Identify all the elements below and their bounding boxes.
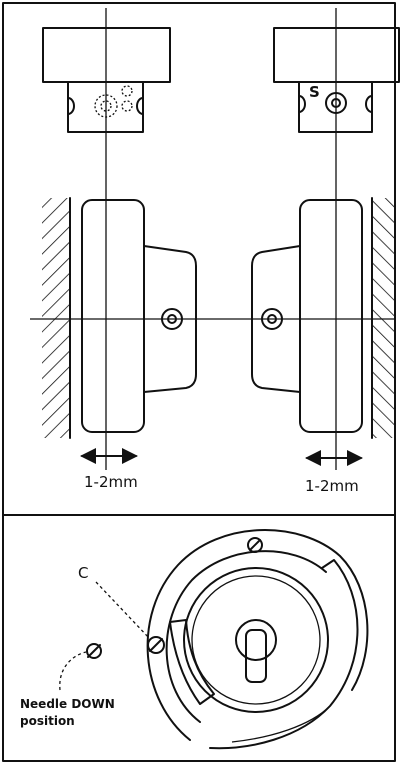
screw-label-c: C (78, 564, 88, 582)
bottom-panel: C Needle DOWN position (20, 529, 369, 750)
bobbin-latch (245, 629, 267, 683)
left-hook-screw (161, 308, 183, 330)
left-gap-label: 1-2mm (84, 473, 138, 491)
top-hook-screw (247, 537, 263, 553)
right-gap-label: 1-2mm (305, 477, 359, 495)
left-wall (42, 198, 70, 438)
hook-point (209, 559, 359, 750)
needle-caption-line2: position (20, 714, 75, 728)
screw-label-s: S (309, 83, 320, 101)
c-leader-line (95, 581, 151, 640)
right-wall (372, 198, 396, 438)
bobbin-case (183, 567, 329, 713)
top-panel: S 1-2mm 1-2mm (30, 8, 400, 495)
right-rotary-hook (251, 199, 363, 433)
right-needle-bar: S (273, 27, 400, 133)
c-screw (147, 636, 165, 654)
hook-race-outer (146, 529, 369, 741)
left-rotary-hook (81, 199, 197, 433)
needle-down-icon (86, 643, 102, 659)
bobbin-center (235, 619, 277, 661)
retainer-hatched (169, 619, 215, 705)
right-needle-screw (325, 92, 347, 114)
needle-caption-line1: Needle DOWN (20, 697, 115, 711)
left-needle-bar (42, 27, 171, 133)
right-hook-screw (261, 308, 283, 330)
